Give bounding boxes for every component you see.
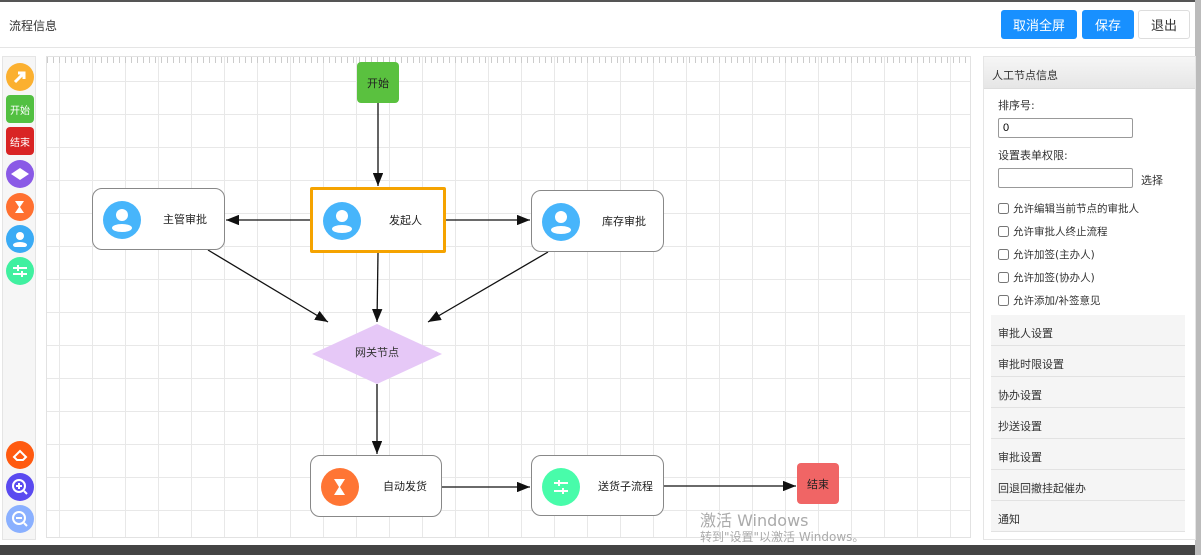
start-node-tool[interactable]: 开始 (6, 95, 34, 123)
checkbox-edit-approver[interactable]: 允许编辑当前节点的审批人 (998, 197, 1195, 220)
bottom-bar (0, 545, 1195, 555)
ruler (47, 57, 970, 63)
subprocess-node[interactable]: 送货子流程 (531, 455, 664, 516)
checkbox-add-sign-main[interactable]: 允许加签(主办人) (998, 243, 1195, 266)
diamond-icon[interactable] (6, 160, 34, 188)
exit-button[interactable]: 退出 (1138, 10, 1190, 39)
page-title: 流程信息 (9, 19, 58, 33)
checkbox-label: 允许添加/补签意见 (1013, 295, 1101, 307)
initiator-node[interactable]: 发起人 (310, 187, 446, 253)
checkbox-label: 允许加签(协办人) (1013, 272, 1095, 284)
user-icon (542, 203, 580, 241)
node-label: 主管审批 (163, 213, 207, 226)
tool-palette: 开始 结束 (2, 56, 36, 540)
form-permission-label: 设置表单权限: (998, 149, 1068, 162)
header: 流程信息 取消全屏 保存 退出 (0, 2, 1195, 48)
checkbox-label: 允许编辑当前节点的审批人 (1013, 203, 1139, 215)
flow-canvas[interactable] (46, 56, 971, 538)
section-time-limit[interactable]: 审批时限设置 (991, 346, 1185, 377)
top-border (0, 0, 1201, 2)
scrollbar[interactable] (1195, 0, 1201, 555)
node-label: 自动发货 (383, 480, 427, 493)
user-icon (323, 202, 361, 240)
section-notify[interactable]: 通知 (991, 501, 1185, 532)
section-rollback[interactable]: 回退回撤挂起催办 (991, 470, 1185, 501)
end-node[interactable]: 结束 (797, 463, 839, 504)
manager-approval-node[interactable]: 主管审批 (92, 188, 225, 250)
checkbox-label: 允许审批人终止流程 (1013, 226, 1108, 238)
sliders-icon[interactable] (6, 257, 34, 285)
user-icon[interactable] (6, 225, 34, 253)
hourglass-icon[interactable] (6, 193, 34, 221)
section-assist[interactable]: 协办设置 (991, 377, 1185, 408)
zoom-out-icon[interactable] (6, 505, 34, 533)
sort-label: 排序号: (998, 99, 1035, 112)
exit-fullscreen-button[interactable]: 取消全屏 (1001, 10, 1077, 39)
arrow-icon[interactable] (6, 63, 34, 91)
checkbox-add-opinion[interactable]: 允许添加/补签意见 (998, 289, 1195, 312)
node-label: 库存审批 (602, 215, 646, 228)
select-link[interactable]: 选择 (1141, 174, 1163, 187)
node-label: 送货子流程 (598, 479, 653, 493)
panel-title: 人工节点信息 (984, 57, 1195, 89)
node-properties-panel: 人工节点信息 排序号: 设置表单权限: 选择 允许编辑当前节点的审批人 允许审批… (983, 56, 1196, 540)
zoom-in-icon[interactable] (6, 473, 34, 501)
section-approver-settings[interactable]: 审批人设置 (991, 315, 1185, 346)
checkbox-add-sign-assist[interactable]: 允许加签(协办人) (998, 266, 1195, 289)
sort-input[interactable] (998, 118, 1133, 138)
eraser-icon[interactable] (6, 441, 34, 469)
checkbox-label: 允许加签(主办人) (1013, 249, 1095, 261)
hourglass-icon (321, 468, 359, 506)
sliders-icon (542, 468, 580, 506)
node-label: 发起人 (389, 214, 422, 227)
section-approval[interactable]: 审批设置 (991, 439, 1185, 470)
start-node[interactable]: 开始 (357, 62, 399, 103)
section-cc[interactable]: 抄送设置 (991, 408, 1185, 439)
save-button[interactable]: 保存 (1082, 10, 1134, 39)
user-icon (103, 201, 141, 239)
form-permission-input[interactable] (998, 168, 1133, 188)
gateway-node[interactable]: 网关节点 (355, 346, 399, 359)
end-node-tool[interactable]: 结束 (6, 127, 34, 155)
checkbox-terminate[interactable]: 允许审批人终止流程 (998, 220, 1195, 243)
inventory-approval-node[interactable]: 库存审批 (531, 190, 664, 252)
auto-ship-node[interactable]: 自动发货 (310, 455, 442, 517)
